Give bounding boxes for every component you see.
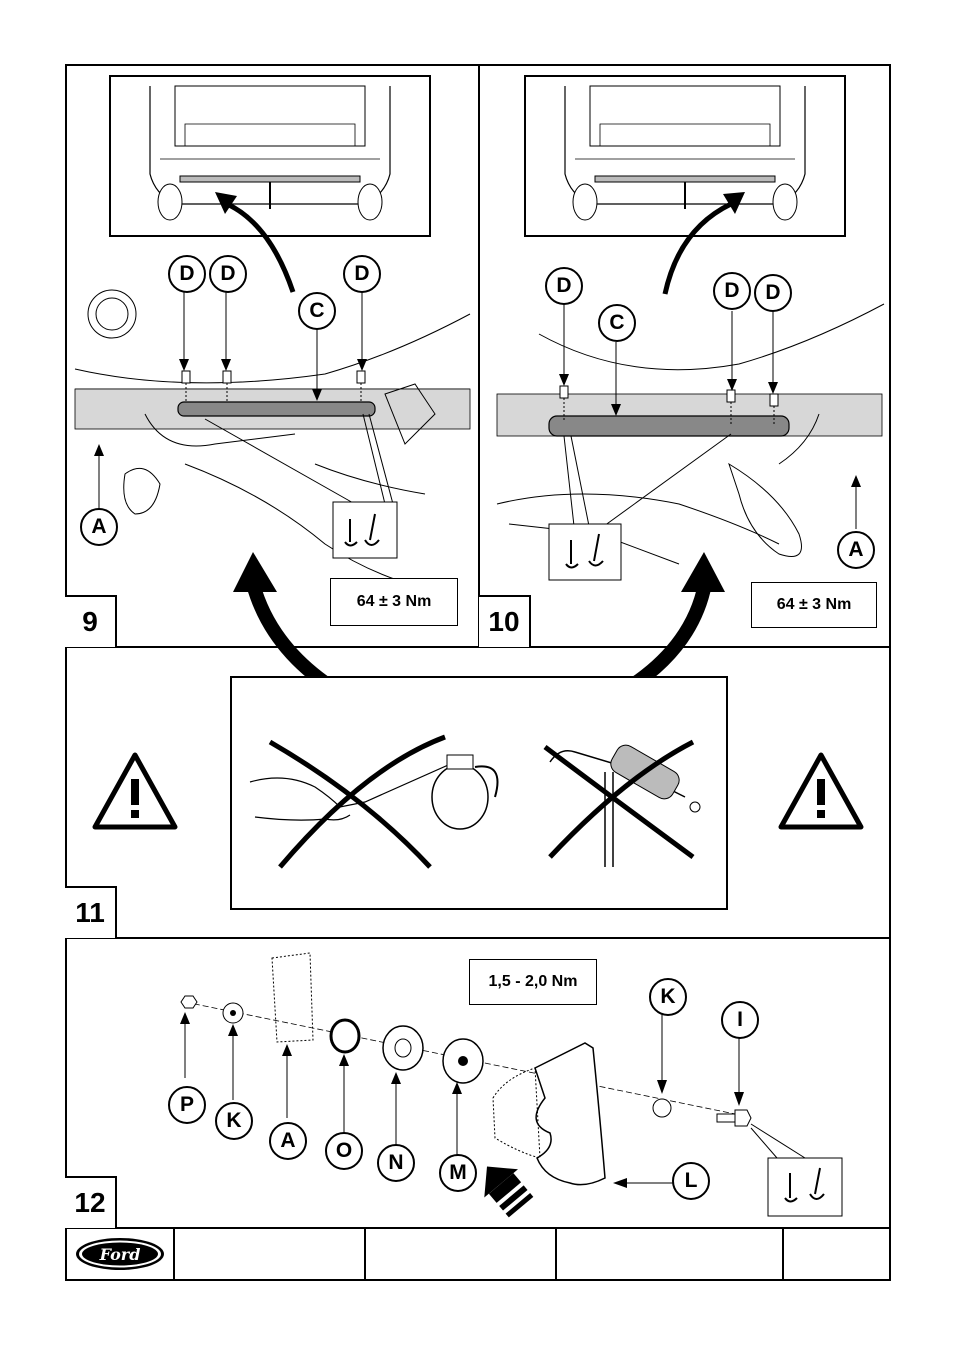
step-12-panel: 1,5 - 2,0 Nm P K A O N M L K I 12 (65, 938, 891, 1228)
callout-m: M (439, 1154, 477, 1192)
step-11-panel: 11 (65, 647, 891, 938)
warning-triangle-icon (95, 755, 175, 827)
callout-i: I (721, 1001, 759, 1039)
no-lubrication-illustration (65, 647, 891, 938)
callout-d-1: D (545, 267, 583, 305)
callout-c: C (598, 304, 636, 342)
callout-k: K (215, 1102, 253, 1140)
callout-d-2: D (713, 272, 751, 310)
step-number: 12 (65, 1176, 117, 1228)
callout-d-2: D (209, 255, 247, 293)
torque-spec: 1,5 - 2,0 Nm (469, 959, 597, 1005)
vehicle-rear-view-illustration (65, 64, 479, 647)
step-10-panel: D D D C A 64 ± 3 Nm 10 (479, 64, 891, 647)
step-number: 11 (65, 886, 117, 938)
ford-logo: Ford (65, 1228, 175, 1280)
warning-triangle-icon (781, 755, 861, 827)
callout-n: N (377, 1144, 415, 1182)
callout-a: A (837, 531, 875, 569)
ford-logo-text: Ford (99, 1245, 141, 1264)
callout-d-1: D (168, 255, 206, 293)
footer-cell-3 (555, 1228, 783, 1280)
callout-k-right: K (649, 978, 687, 1016)
callout-d-3: D (343, 255, 381, 293)
step-number: 9 (65, 595, 117, 647)
step-9-panel: D D D C A 64 ± 3 Nm 9 (65, 64, 479, 647)
torque-spec: 64 ± 3 Nm (330, 578, 458, 626)
callout-a: A (269, 1122, 307, 1160)
callout-c: C (298, 292, 336, 330)
footer-cell-4 (782, 1228, 891, 1280)
torque-spec: 64 ± 3 Nm (751, 582, 877, 628)
callout-l: L (672, 1162, 710, 1200)
callout-a: A (80, 508, 118, 546)
vehicle-rear-view-illustration (479, 64, 891, 647)
step-number: 10 (479, 595, 531, 647)
callout-p: P (168, 1086, 206, 1124)
footer-cell-2 (364, 1228, 556, 1280)
footer-cell-1 (173, 1228, 365, 1280)
callout-d-3: D (754, 274, 792, 312)
callout-o: O (325, 1132, 363, 1170)
